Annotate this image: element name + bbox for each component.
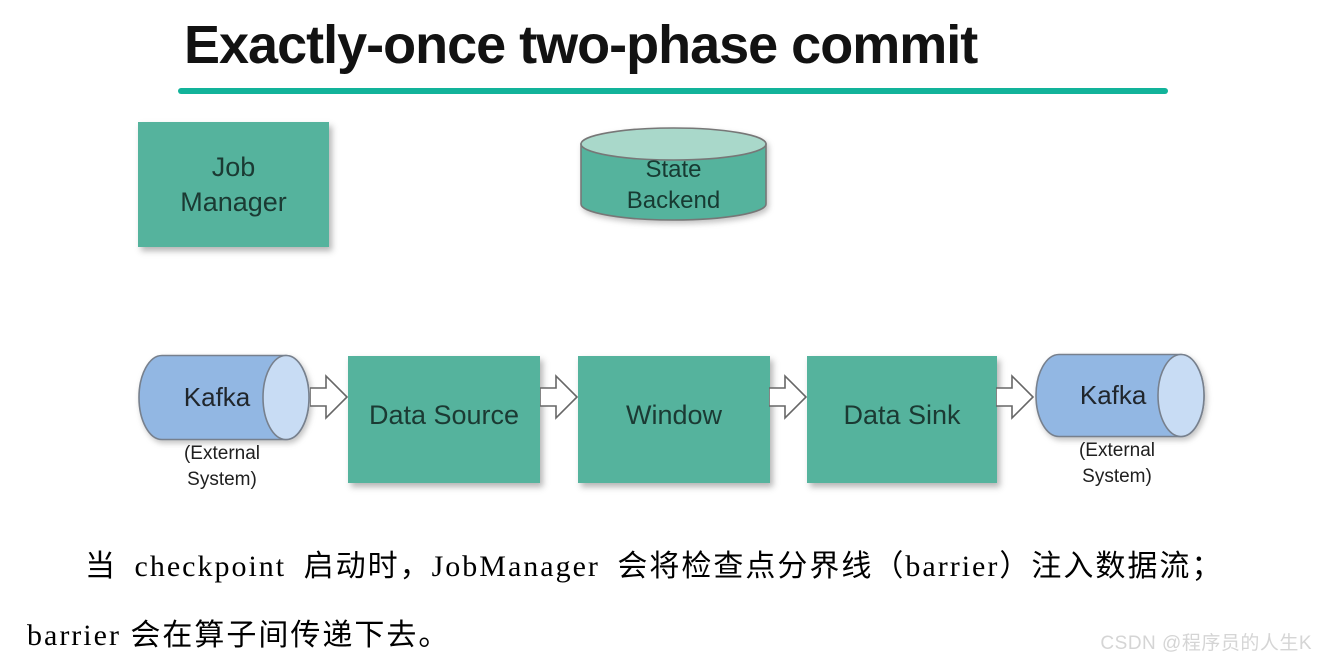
paragraph-line-2: barrier 会在算子间传递下去。 [27,619,451,652]
flow-arrow-icon [540,374,578,420]
csdn-watermark: CSDN @程序员的人生K [1100,633,1312,654]
node-data-source-label: Data Source [368,400,520,431]
flow-arrow-icon [310,374,348,420]
node-kafka-source: Kafka [137,354,311,441]
kafka-sink-external-label: (External System) [1078,440,1156,488]
node-job-manager-label: Job Manager [180,151,287,217]
node-window: Window [578,356,770,483]
node-kafka-source-label: Kafka [183,382,251,412]
paragraph-line-1: 当 checkpoint 启动时，JobManager 会将检查点分界线（bar… [85,550,1224,583]
node-state-backend: State Backend [579,126,768,222]
node-data-sink-label: Data Sink [843,400,961,431]
kafka-cylinder-icon [1035,353,1205,438]
node-kafka-sink: Kafka [1034,353,1206,438]
node-data-source: Data Source [348,356,540,483]
page-title: Exactly-once two-phase commit [184,15,978,75]
kafka-source-external-label: (External System) [183,443,261,491]
node-state-backend-label: State Backend [626,155,721,214]
flow-arrow-icon [769,374,807,420]
flow-arrow-icon [996,374,1034,420]
node-job-manager: Job Manager [138,122,329,247]
database-cylinder-icon [580,127,767,221]
node-kafka-sink-label: Kafka [1079,380,1147,410]
kafka-cylinder-icon [138,354,310,441]
title-underline [178,88,1168,94]
node-window-label: Window [625,400,723,431]
node-data-sink: Data Sink [807,356,997,483]
